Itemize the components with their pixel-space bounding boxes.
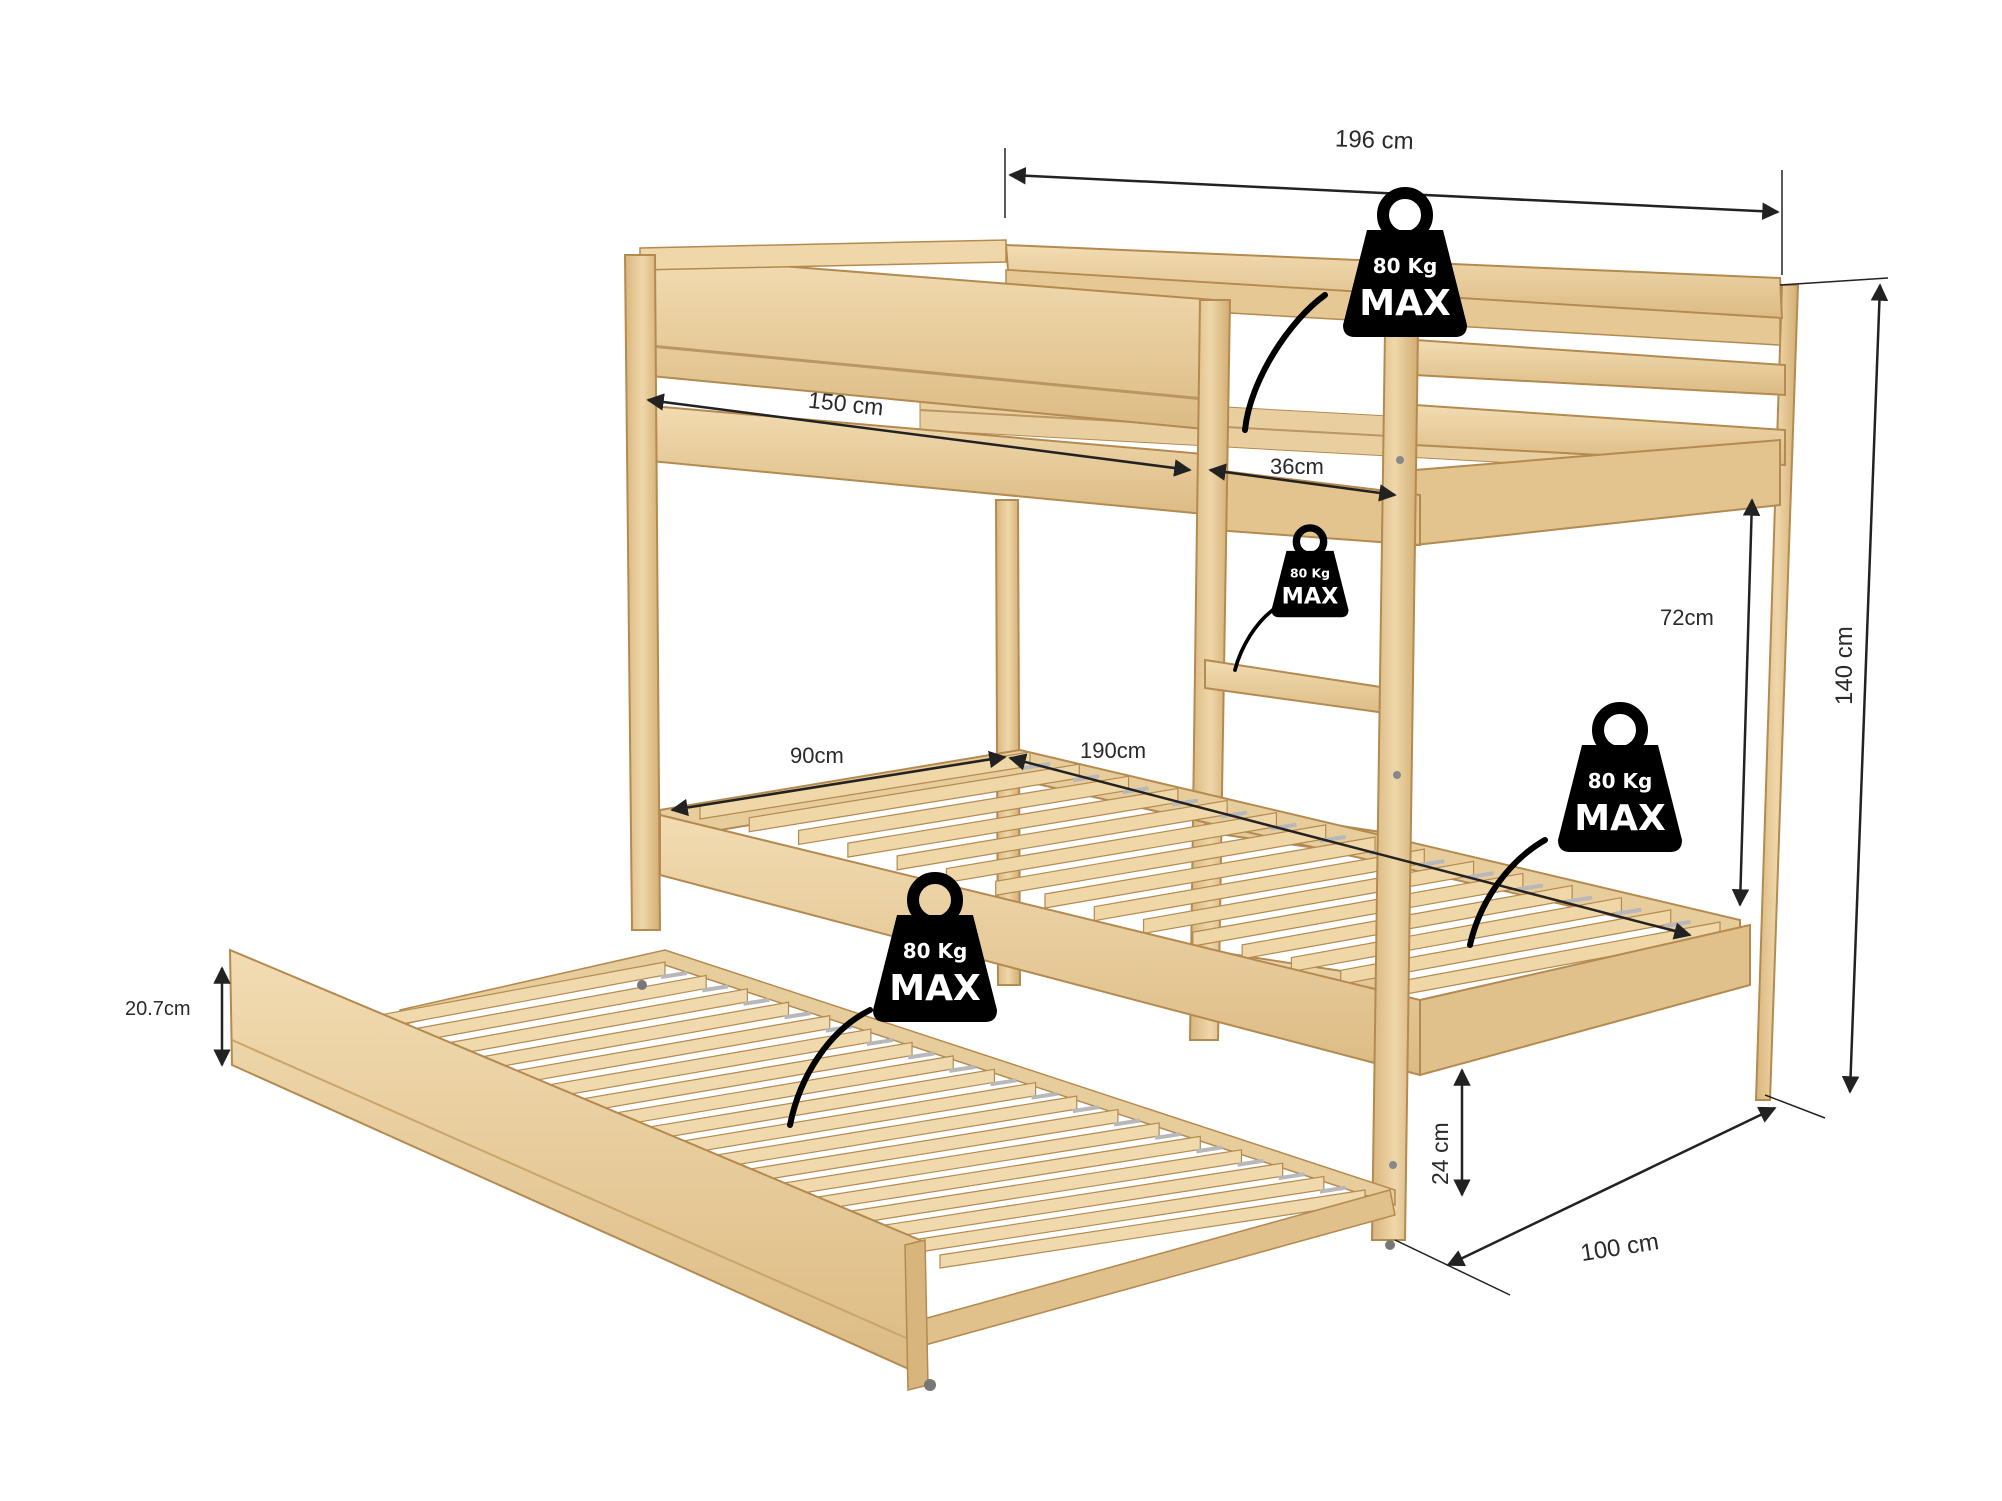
- badge-pointer: [1242, 292, 1328, 433]
- badge-max-label: MAX: [1359, 283, 1451, 324]
- slat-holder: [1319, 1185, 1347, 1194]
- back-right-post: [1754, 284, 1800, 1101]
- dim-line-opening: [646, 393, 1192, 477]
- slat-holder: [1237, 1158, 1264, 1167]
- slat-holder: [1195, 1145, 1223, 1154]
- slat-holder: [1031, 1091, 1058, 1100]
- slat-holder: [866, 1038, 894, 1047]
- badge-max-label: MAX: [889, 968, 981, 1009]
- badge-pointer: [787, 1007, 873, 1128]
- weight-badge-bottom-bunk: 80 Kg MAX: [1467, 702, 1682, 948]
- badge-weight-label: 80 Kg: [1290, 566, 1330, 581]
- dim-line-mattress-length: [1008, 753, 1692, 940]
- slat-holder: [907, 1051, 935, 1060]
- label-trundle-height: 20.7cm: [125, 998, 191, 1020]
- kettlebell-icon: [1558, 745, 1682, 852]
- weight-badge-ladder: 80 Kg MAX: [1233, 524, 1349, 672]
- badge-weight-label: 80 Kg: [903, 939, 968, 963]
- dim-line-height: [1841, 283, 1889, 1094]
- weight-badge-top-bunk: 80 Kg MAX: [1242, 187, 1467, 433]
- dim-line-clearance: [1731, 498, 1761, 907]
- slat-holder: [1278, 1172, 1305, 1181]
- badge-pointer: [1467, 837, 1548, 948]
- kettlebell-icon: [873, 915, 997, 1022]
- slat-holder: [948, 1064, 976, 1073]
- label-overall-width: 100 cm: [1579, 1228, 1661, 1267]
- weight-badges: 80 Kg MAX 80 Kg MAX 80 Kg MAX 80 Kg MAX: [787, 187, 1682, 1128]
- label-ladder-gap: 36cm: [1270, 454, 1324, 479]
- label-bunk-clearance: 72cm: [1660, 605, 1714, 630]
- trundle-slats: [379, 961, 1388, 1269]
- top-front-guard-upper: [639, 239, 1007, 271]
- slat-holder: [1113, 1118, 1141, 1127]
- label-floor-clearance: 24 cm: [1427, 1122, 1453, 1185]
- label-mattress-width: 90cm: [790, 743, 844, 768]
- caster-wheel: [1385, 1240, 1395, 1250]
- kettlebell-icon: [1271, 550, 1349, 618]
- trundle: [228, 948, 1396, 1391]
- top-right-rail-upper: [1414, 338, 1786, 397]
- front-right-post: [1370, 329, 1420, 1241]
- slat-holder: [784, 1011, 811, 1020]
- slat-holder: [990, 1078, 1017, 1087]
- slat-holder: [1154, 1131, 1182, 1140]
- caster-wheel: [637, 980, 647, 990]
- badge-weight-label: 80 Kg: [1588, 769, 1653, 793]
- kettlebell-icon: [1343, 230, 1467, 337]
- label-overall-length: 196 cm: [1335, 125, 1415, 155]
- slat-holder: [1072, 1105, 1100, 1114]
- label-overall-height: 140 cm: [1831, 626, 1858, 705]
- slat-holder: [743, 997, 770, 1006]
- trundle-end-board: [904, 1239, 929, 1391]
- slat-holder: [660, 971, 688, 979]
- front-left-post: [623, 254, 662, 931]
- dim-line-width: [1446, 1106, 1777, 1267]
- badge-max-label: MAX: [1282, 584, 1339, 610]
- weight-badge-trundle: 80 Kg MAX: [787, 872, 997, 1128]
- dim-line-mattress-width: [670, 750, 1007, 817]
- caster-wheel: [924, 1379, 936, 1391]
- slat-holder: [701, 984, 729, 993]
- badge-weight-label: 80 Kg: [1373, 254, 1438, 278]
- dim-line-ladder-gap: [1208, 463, 1397, 502]
- bottom-end-rail: [1419, 923, 1751, 1077]
- badge-max-label: MAX: [1574, 798, 1666, 839]
- label-mattress-length: 190cm: [1080, 738, 1146, 763]
